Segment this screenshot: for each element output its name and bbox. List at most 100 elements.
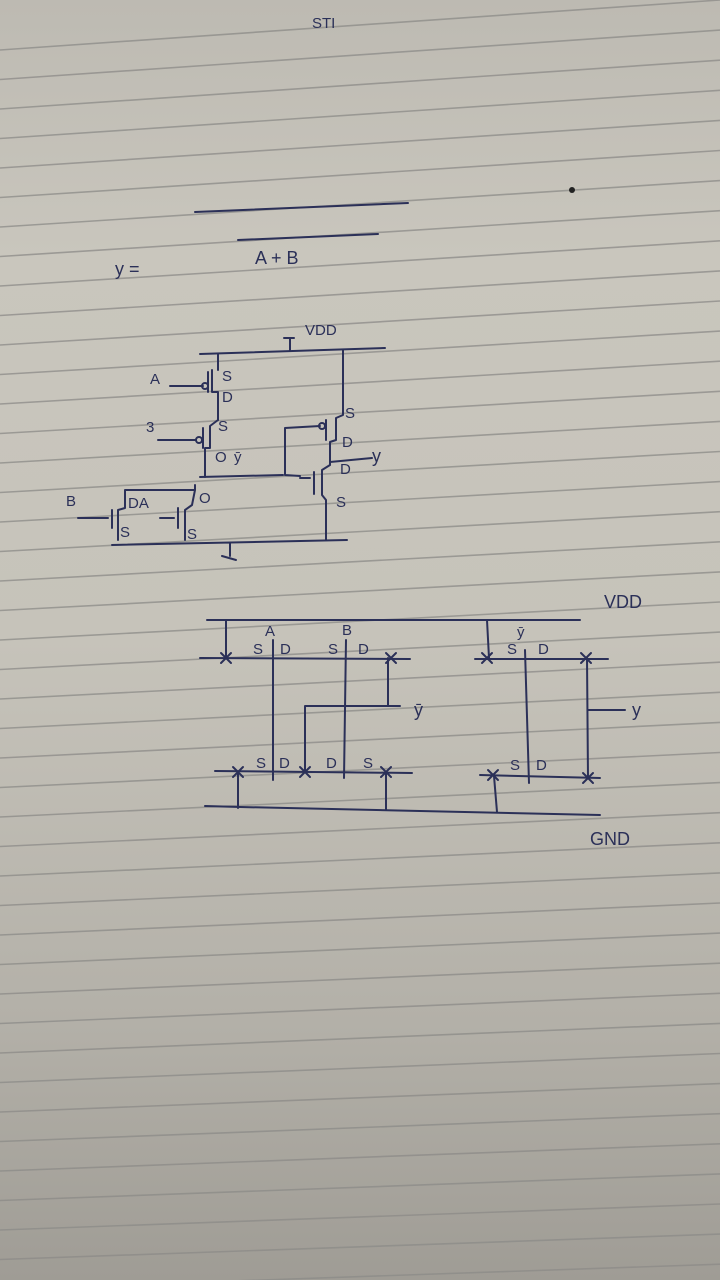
contact-cross	[385, 652, 397, 664]
ruled-line	[0, 872, 720, 907]
ruled-line	[0, 270, 720, 317]
ruled-line	[0, 1173, 720, 1202]
contact-cross	[299, 766, 311, 778]
layout-gnd-label: GND	[590, 829, 630, 849]
ruled-line	[0, 420, 720, 464]
ruled-line	[0, 240, 720, 287]
ruled-line	[0, 149, 720, 199]
term: S	[253, 641, 263, 658]
ruled-line	[0, 932, 720, 966]
ruled-line	[0, 541, 720, 582]
ruled-line	[0, 1233, 720, 1261]
ruled-line	[0, 661, 720, 700]
ruled-line	[238, 1263, 720, 1280]
ruled-line	[0, 480, 720, 523]
contact-cross	[481, 652, 493, 664]
term: D	[280, 641, 291, 658]
inverter	[284, 349, 373, 541]
ruled-line	[0, 902, 720, 936]
ruled-line	[0, 179, 720, 228]
term: S	[507, 641, 517, 658]
layout-ybar-label: ȳ	[414, 700, 423, 720]
vdd-rail	[199, 337, 386, 355]
term: D	[538, 641, 549, 658]
pmos-b-bubble	[195, 436, 203, 444]
stick-layout: VDD GND A B ȳ S D S D S D S D D S S D ȳ …	[199, 592, 642, 849]
term: D	[279, 755, 290, 772]
term: S	[345, 405, 355, 422]
contact-cross	[580, 652, 592, 664]
gnd-rail	[111, 539, 348, 561]
ruled-line	[0, 1082, 720, 1113]
layout-y-label: y	[632, 700, 641, 720]
ruled-line	[0, 330, 720, 376]
ruled-line	[0, 781, 720, 818]
ruled-line	[0, 721, 720, 759]
equation: y = A + B	[115, 202, 409, 279]
pmos-a	[169, 353, 219, 421]
output-y: y	[372, 446, 381, 466]
ruled-line	[0, 962, 720, 995]
term: D	[326, 755, 337, 772]
term: O	[199, 490, 211, 507]
ruled-line	[0, 992, 720, 1025]
ybar-wire	[199, 474, 284, 478]
term: S	[363, 755, 373, 772]
ruled-line	[0, 1052, 720, 1084]
node-ybar: ȳ	[234, 449, 242, 466]
term: S	[256, 755, 266, 772]
term: S	[222, 368, 232, 385]
nor-gate-schematic: VDD A S D 3 S O ȳ B DA O S S S D D S y	[66, 322, 386, 561]
term: D	[536, 757, 547, 774]
contact-cross	[487, 769, 499, 781]
poly-label-b: B	[342, 622, 352, 639]
pmos-a-bubble	[201, 382, 209, 390]
poly-label-ybar: ȳ	[517, 624, 525, 641]
term: S	[328, 641, 338, 658]
contact-cross	[380, 766, 392, 778]
term: S	[336, 494, 346, 511]
ruled-line	[0, 751, 720, 789]
contact-cross	[232, 766, 244, 778]
poly-label-a: A	[265, 623, 275, 640]
metal-lines	[225, 619, 626, 813]
ruled-line	[0, 1112, 720, 1143]
ruled-line	[0, 209, 720, 258]
layout-gnd-rail	[204, 805, 601, 816]
ruled-line	[0, 390, 720, 435]
ruled-line	[0, 842, 720, 877]
input-b-top: 3	[146, 419, 154, 436]
ruled-line	[0, 360, 720, 405]
vdd-label: VDD	[305, 322, 337, 339]
ruled-line	[0, 450, 720, 494]
overbar-2	[237, 233, 379, 241]
ruled-line	[0, 631, 720, 671]
contact-cross	[582, 772, 594, 784]
overbar-1	[194, 202, 409, 213]
ink-dot	[569, 187, 575, 193]
term: O	[215, 449, 227, 466]
ruled-line	[0, 119, 720, 169]
ruled-line	[0, 300, 720, 346]
equation-rhs: A + B	[255, 248, 299, 268]
ruled-line	[0, 0, 720, 51]
ruled-line	[0, 59, 720, 110]
equation-lhs: y =	[115, 259, 140, 279]
input-b-bottom: B	[66, 493, 76, 510]
term: D	[222, 389, 233, 406]
ruled-line	[0, 89, 720, 140]
pmos-b	[157, 419, 219, 478]
ruled-line	[0, 811, 720, 848]
ruled-line	[0, 571, 720, 612]
input-a: A	[150, 371, 160, 388]
contacts	[220, 652, 594, 784]
ruled-line	[0, 1203, 720, 1231]
term: S	[510, 757, 520, 774]
ruled-line	[0, 1022, 720, 1054]
term: D	[342, 434, 353, 451]
ruled-line	[0, 1143, 720, 1172]
layout-vdd-label: VDD	[604, 592, 642, 612]
nmos-labels: DA	[128, 495, 149, 512]
